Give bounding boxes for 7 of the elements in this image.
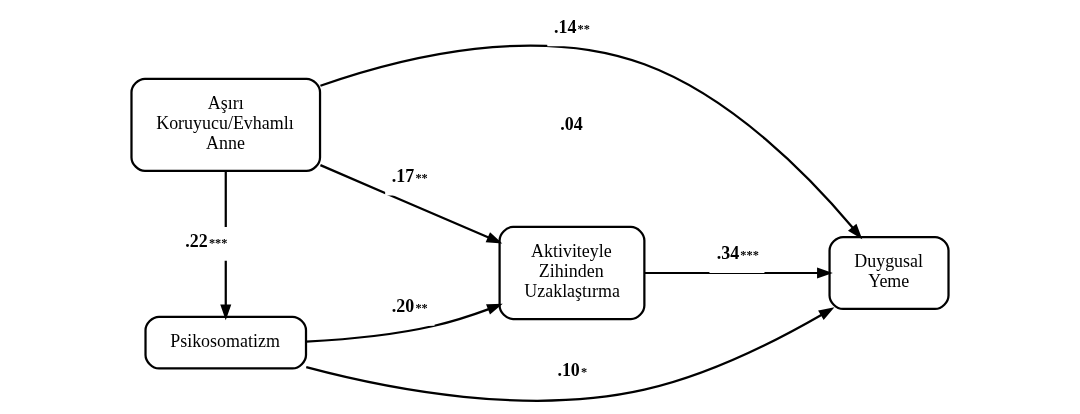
edge-label: .17**: [391, 165, 428, 186]
edge-label: .34***: [716, 243, 759, 264]
edge-label: .22***: [185, 230, 228, 251]
edge-label: .10*: [557, 360, 588, 381]
label: .04: [560, 114, 583, 135]
edge-label: .14**: [554, 16, 590, 37]
edge-label: .20**: [391, 296, 428, 317]
